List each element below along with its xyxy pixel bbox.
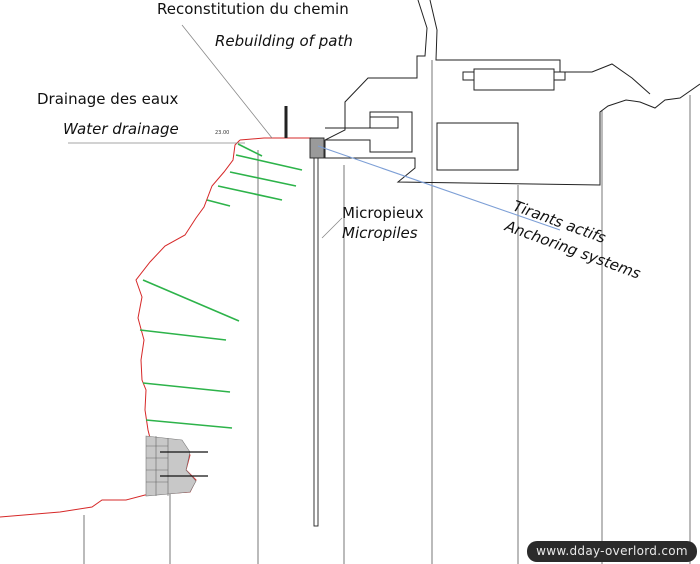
label-drainage-en: Water drainage <box>63 120 179 138</box>
label-path-en: Rebuilding of path <box>215 32 353 50</box>
label-path-fr: Reconstitution du chemin <box>157 0 349 18</box>
bunker-outline <box>324 0 700 186</box>
leader-lines <box>68 24 343 239</box>
masonry-reinforcement <box>145 435 208 497</box>
micropile <box>284 106 325 527</box>
watermark: www.dday-overlord.com <box>527 541 697 562</box>
anchor-tie-rod <box>317 145 561 231</box>
water-drains <box>139 143 303 429</box>
label-micropiles-en: Micropiles <box>342 224 418 242</box>
cliff-profile <box>0 139 241 518</box>
cliff-top-ledge <box>239 137 312 141</box>
label-drainage-fr: Drainage des eaux <box>37 90 179 108</box>
vertical-reference-lines <box>83 60 691 564</box>
label-micropiles-fr: Micropieux <box>342 204 424 222</box>
level-mark: 23.00 <box>215 130 229 136</box>
